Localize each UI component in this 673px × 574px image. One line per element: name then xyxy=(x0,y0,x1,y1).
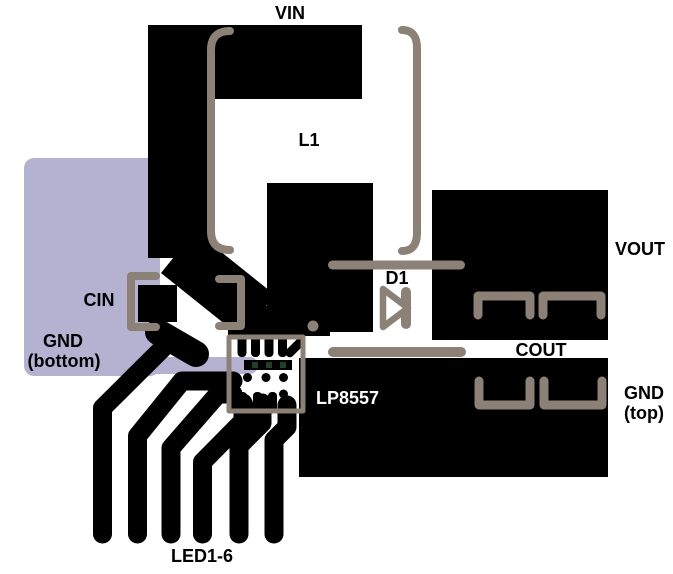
label-gnd-top-line1: GND xyxy=(624,383,664,403)
top-copper-fills xyxy=(138,25,608,477)
ic-corner-pad-top-right xyxy=(285,338,304,358)
green-via-pad xyxy=(280,362,286,368)
ic-outline xyxy=(226,334,306,414)
cin-outline-right xyxy=(215,275,245,330)
label-d1: D1 xyxy=(385,268,408,288)
label-l1: L1 xyxy=(298,130,319,150)
label-gnd-top-line2: (top) xyxy=(624,403,664,423)
label-led1-6: LED1-6 xyxy=(171,546,233,566)
ic-bottom-pad xyxy=(268,392,277,412)
ic-bottom-pad xyxy=(253,392,262,412)
ic-top-pad xyxy=(278,334,287,357)
green-via-pad xyxy=(252,362,258,368)
ic-green-vias xyxy=(252,362,286,368)
gnd-top-pour xyxy=(299,358,608,477)
label-vin: VIN xyxy=(275,3,305,23)
cout-silk-bar xyxy=(328,347,466,357)
ic-top-pad xyxy=(251,334,260,357)
cout1-outline-top xyxy=(473,291,535,320)
labels: VIN L1 CIN GND (bottom) D1 VOUT COUT LP8… xyxy=(28,3,666,566)
label-gnd-bottom-line1: GND xyxy=(43,331,83,351)
cout2-outline-top xyxy=(538,291,606,320)
ic-top-pad xyxy=(237,334,247,357)
cin-pad xyxy=(138,285,177,322)
ic-top-pad xyxy=(264,334,274,357)
silkscreen-outlines xyxy=(127,26,607,414)
diode-triangle xyxy=(379,285,412,331)
label-vout: VOUT xyxy=(615,239,665,259)
label-lp8557: LP8557 xyxy=(316,388,379,408)
ic-center-via xyxy=(261,373,271,382)
ic-center-via xyxy=(279,373,288,382)
led-trace-3 xyxy=(161,384,243,544)
vin-pour-left-column xyxy=(148,25,212,258)
cin-outline-left xyxy=(127,272,160,331)
silkscreen-fills xyxy=(307,260,466,357)
via-dot xyxy=(307,320,319,332)
led-trace-2 xyxy=(128,371,243,544)
l1-outline-left xyxy=(207,27,234,254)
label-cin: CIN xyxy=(84,290,115,310)
led-trace-6 xyxy=(264,395,297,544)
label-cout: COUT xyxy=(516,340,567,360)
gnd-bottom-pour xyxy=(24,158,160,376)
green-via-pad xyxy=(266,362,272,368)
label-gnd-bottom-line2: (bottom) xyxy=(28,351,101,371)
ic-bottom-pad xyxy=(238,392,247,412)
cout2-outline-bottom xyxy=(539,376,607,410)
d1-silk-bar xyxy=(328,260,465,270)
l1-outline-right xyxy=(398,26,421,255)
sw-node-pour xyxy=(267,183,373,332)
ic-center-via xyxy=(243,373,252,382)
cout1-outline-bottom xyxy=(474,376,535,410)
led-trace-1 xyxy=(93,329,182,544)
ic-center-via xyxy=(279,389,288,399)
